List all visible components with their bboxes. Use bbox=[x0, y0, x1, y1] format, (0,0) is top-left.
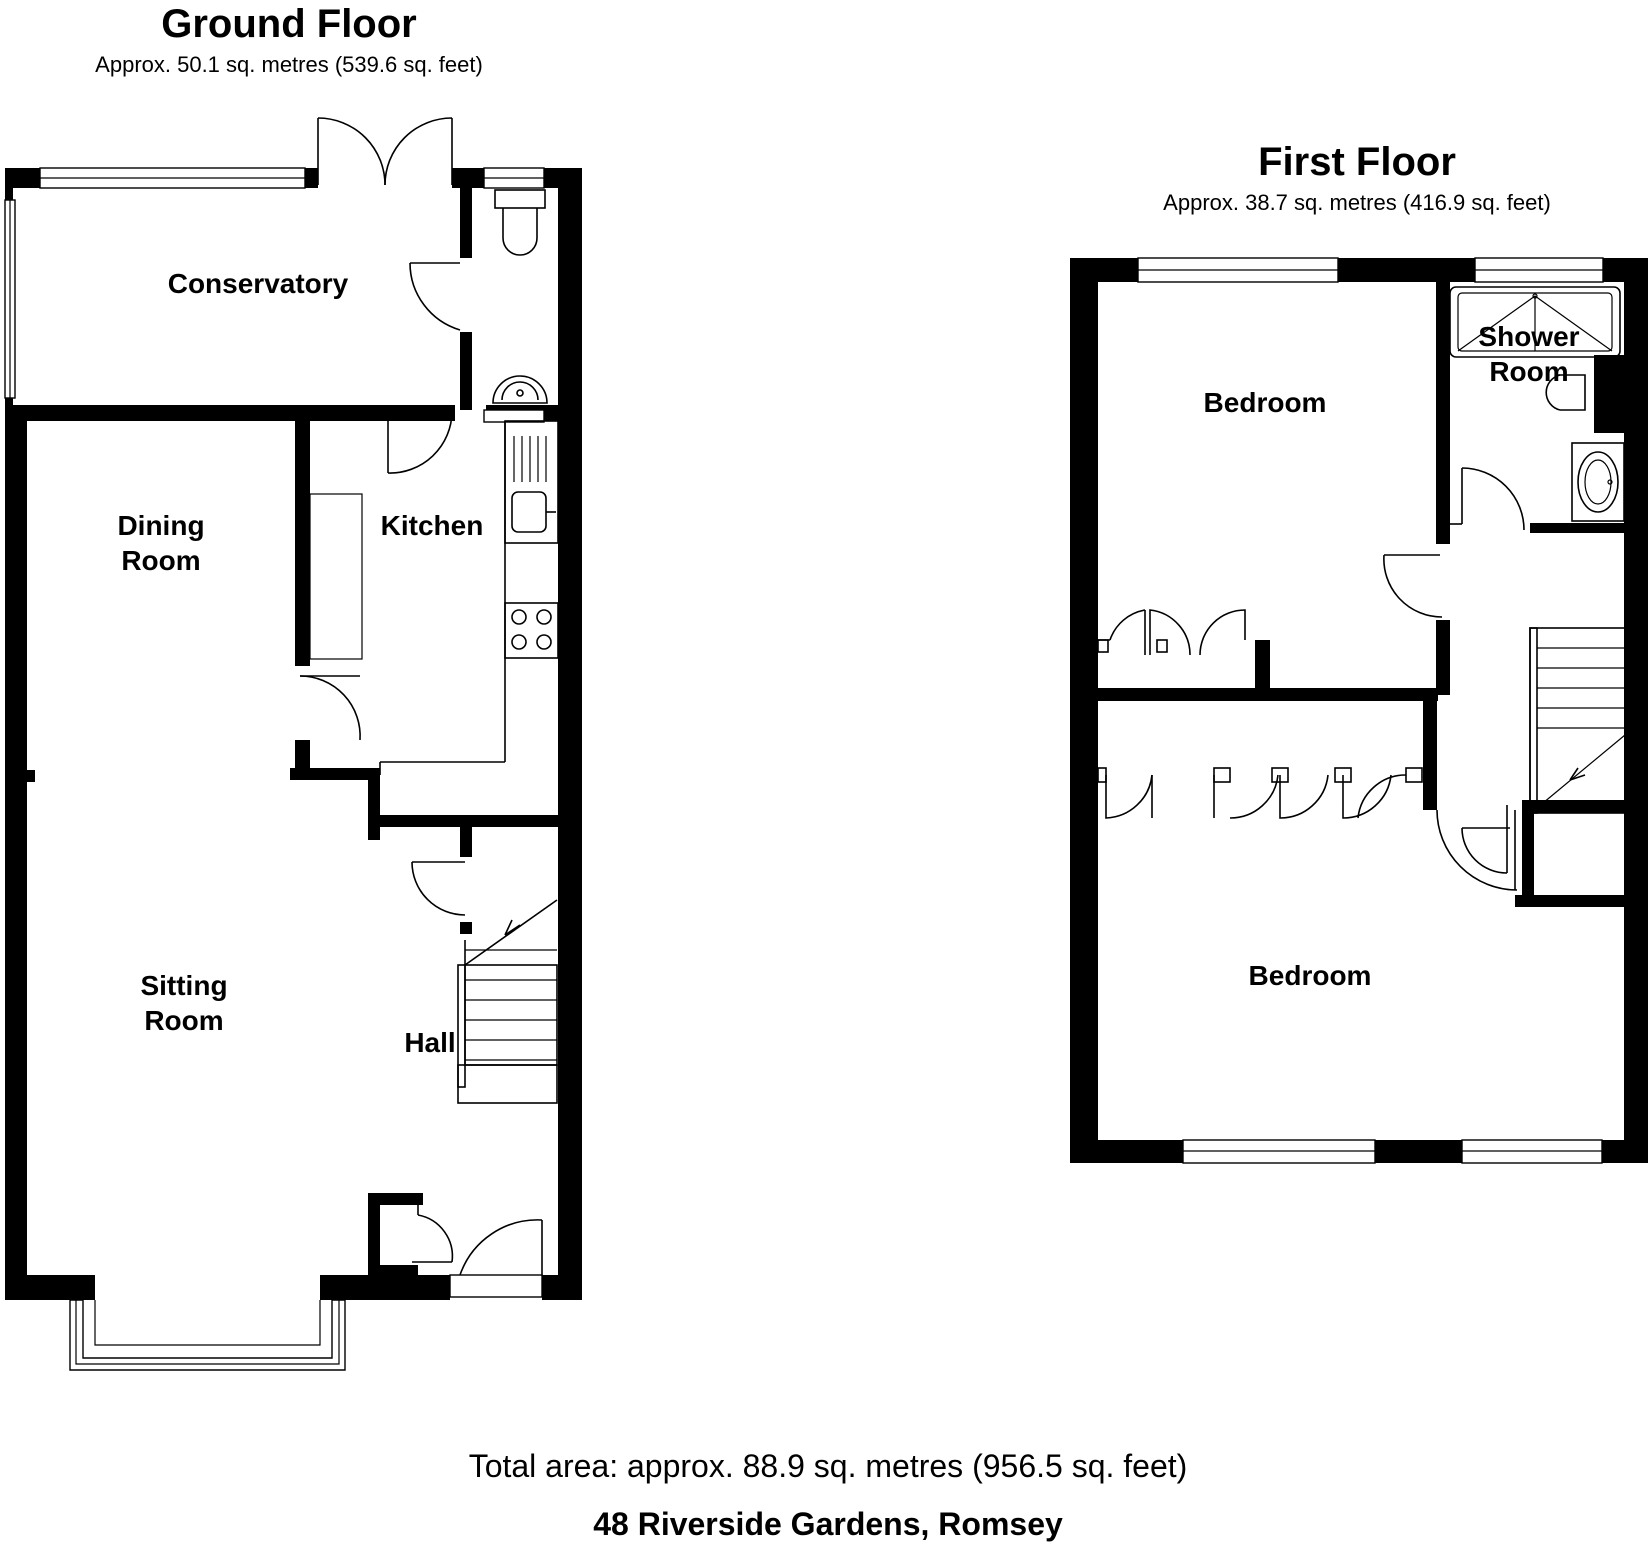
front-door-step bbox=[449, 1274, 543, 1298]
porch-cupboard-door bbox=[412, 1205, 454, 1263]
wc-toilet bbox=[494, 189, 546, 256]
bedroom-2-label: Bedroom bbox=[1249, 960, 1372, 991]
dining-room-label-line1: Dining bbox=[117, 510, 204, 541]
shower-room-door bbox=[1450, 467, 1525, 531]
property-address: 48 Riverside Gardens, Romsey bbox=[593, 1506, 1063, 1542]
hall-cupboard-wall bbox=[460, 827, 472, 857]
first-floor-staircase bbox=[1529, 627, 1626, 814]
wc-door bbox=[409, 262, 461, 331]
dining-kitchen-wall-lower bbox=[295, 740, 310, 768]
kitchen-hall-wall-stub bbox=[368, 768, 380, 840]
kitchen-island bbox=[309, 493, 363, 660]
airing-cupboard-bottom-wall bbox=[1515, 895, 1624, 907]
first-left-wall bbox=[1070, 258, 1098, 1163]
ground-floor-area: Approx. 50.1 sq. metres (539.6 sq. feet) bbox=[95, 52, 483, 77]
bedroom-1-wardrobe bbox=[1097, 609, 1270, 695]
porch-wall-bottom bbox=[368, 1265, 418, 1275]
kitchen-bottom-wall bbox=[368, 815, 558, 827]
airing-cupboard-top-wall bbox=[1530, 800, 1624, 813]
sitting-room-wall-marker bbox=[27, 770, 35, 782]
sitting-bottom-wall-left bbox=[5, 1275, 95, 1300]
landing-wall bbox=[1423, 698, 1437, 810]
conservatory-french-doors bbox=[317, 117, 453, 186]
bedroom-partition-wall bbox=[1098, 688, 1438, 701]
ground-floor-title: Ground Floor bbox=[161, 2, 417, 46]
bedroom-1-right-wall-lower bbox=[1436, 620, 1450, 695]
total-area: Total area: approx. 88.9 sq. metres (956… bbox=[469, 1448, 1188, 1484]
dining-kitchen-wall bbox=[295, 421, 310, 666]
first-floor-title: First Floor bbox=[1258, 140, 1456, 184]
wc-left-wall-lower bbox=[460, 332, 472, 410]
bedroom-1-door bbox=[1383, 554, 1443, 618]
hall-cupboard-door bbox=[411, 861, 466, 916]
conservatory-kitchen-door bbox=[387, 411, 453, 474]
first-floor-area: Approx. 38.7 sq. metres (416.9 sq. feet) bbox=[1163, 190, 1551, 215]
front-door bbox=[459, 1219, 543, 1276]
wc-basin bbox=[492, 375, 548, 404]
wc-left-wall bbox=[460, 188, 472, 258]
sitting-bottom-wall-right bbox=[320, 1275, 450, 1300]
sitting-room-label-line2: Room bbox=[144, 1005, 223, 1036]
ground-floor-plan: Conservatory Dining Room Kitchen Sitting… bbox=[4, 117, 582, 1371]
hall-bottom-wall bbox=[542, 1275, 582, 1300]
shower-room-right-wall bbox=[1594, 355, 1624, 433]
shower-room-basin bbox=[1571, 442, 1625, 522]
bedroom-shower-wall bbox=[1436, 282, 1450, 544]
shower-room-bottom-wall bbox=[1530, 523, 1624, 533]
ground-right-wall bbox=[558, 168, 582, 1300]
hall-cupboard-wall-lower bbox=[460, 922, 472, 934]
porch-wall bbox=[368, 1193, 380, 1273]
conservatory-bottom-wall bbox=[5, 405, 455, 421]
first-floor-plan: Bedroom Bedroom Shower Room bbox=[1070, 257, 1648, 1164]
porch-wall-top bbox=[368, 1193, 423, 1205]
bedroom-2-wardrobe bbox=[1097, 767, 1423, 819]
ground-left-wall bbox=[5, 405, 27, 1275]
sitting-room-label-line1: Sitting bbox=[140, 970, 227, 1001]
kitchen-hall-wall bbox=[290, 768, 380, 780]
kitchen-label: Kitchen bbox=[381, 510, 484, 541]
airing-cupboard-door bbox=[1461, 805, 1510, 874]
dining-kitchen-door bbox=[299, 675, 361, 741]
conservatory-label: Conservatory bbox=[168, 268, 349, 299]
airing-cupboard-left-wall bbox=[1522, 800, 1534, 900]
bedroom-1-label: Bedroom bbox=[1204, 387, 1327, 418]
first-right-wall bbox=[1624, 258, 1648, 1163]
shower-room-label-line1: Shower bbox=[1478, 321, 1579, 352]
shower-room-toilet bbox=[1545, 374, 1586, 411]
kitchen-worktop bbox=[379, 421, 506, 775]
bay-window bbox=[69, 1299, 346, 1371]
kitchen-hob bbox=[504, 602, 559, 659]
hall-label: Hall bbox=[404, 1027, 455, 1058]
bedroom-2-door bbox=[1436, 809, 1518, 891]
staircase bbox=[457, 899, 558, 1104]
kitchen-sink bbox=[504, 420, 559, 544]
wc-bottom-window bbox=[483, 409, 545, 423]
shower-tray bbox=[1449, 286, 1621, 358]
shower-room-label-line2: Room bbox=[1489, 356, 1568, 387]
dining-room-label-line2: Room bbox=[121, 545, 200, 576]
